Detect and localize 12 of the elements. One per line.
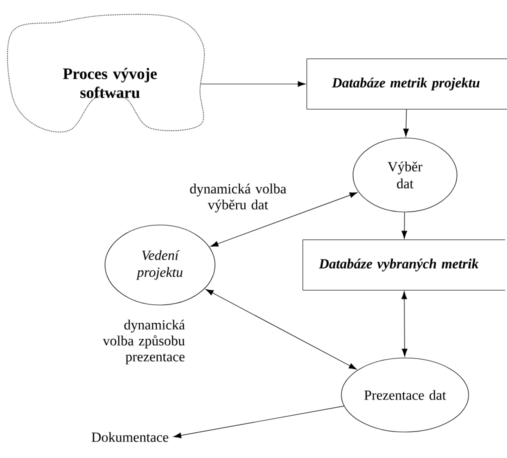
output-text: Dokumentace bbox=[92, 432, 168, 442]
arrow bbox=[210, 192, 358, 247]
arrow bbox=[401, 291, 408, 357]
arrow bbox=[173, 406, 344, 438]
data-store-box: Databáze metrik projektu bbox=[306, 58, 507, 110]
data-store-box: Databáze vybraných metrik bbox=[302, 240, 506, 290]
arrow bbox=[403, 108, 409, 137]
arrow bbox=[200, 81, 306, 87]
arrow bbox=[402, 212, 408, 239]
arrow bbox=[206, 289, 357, 370]
edge-label: dynamická volba způsobu prezentace bbox=[102, 320, 185, 364]
edge-label: dynamická volba výběru dat bbox=[190, 184, 286, 212]
